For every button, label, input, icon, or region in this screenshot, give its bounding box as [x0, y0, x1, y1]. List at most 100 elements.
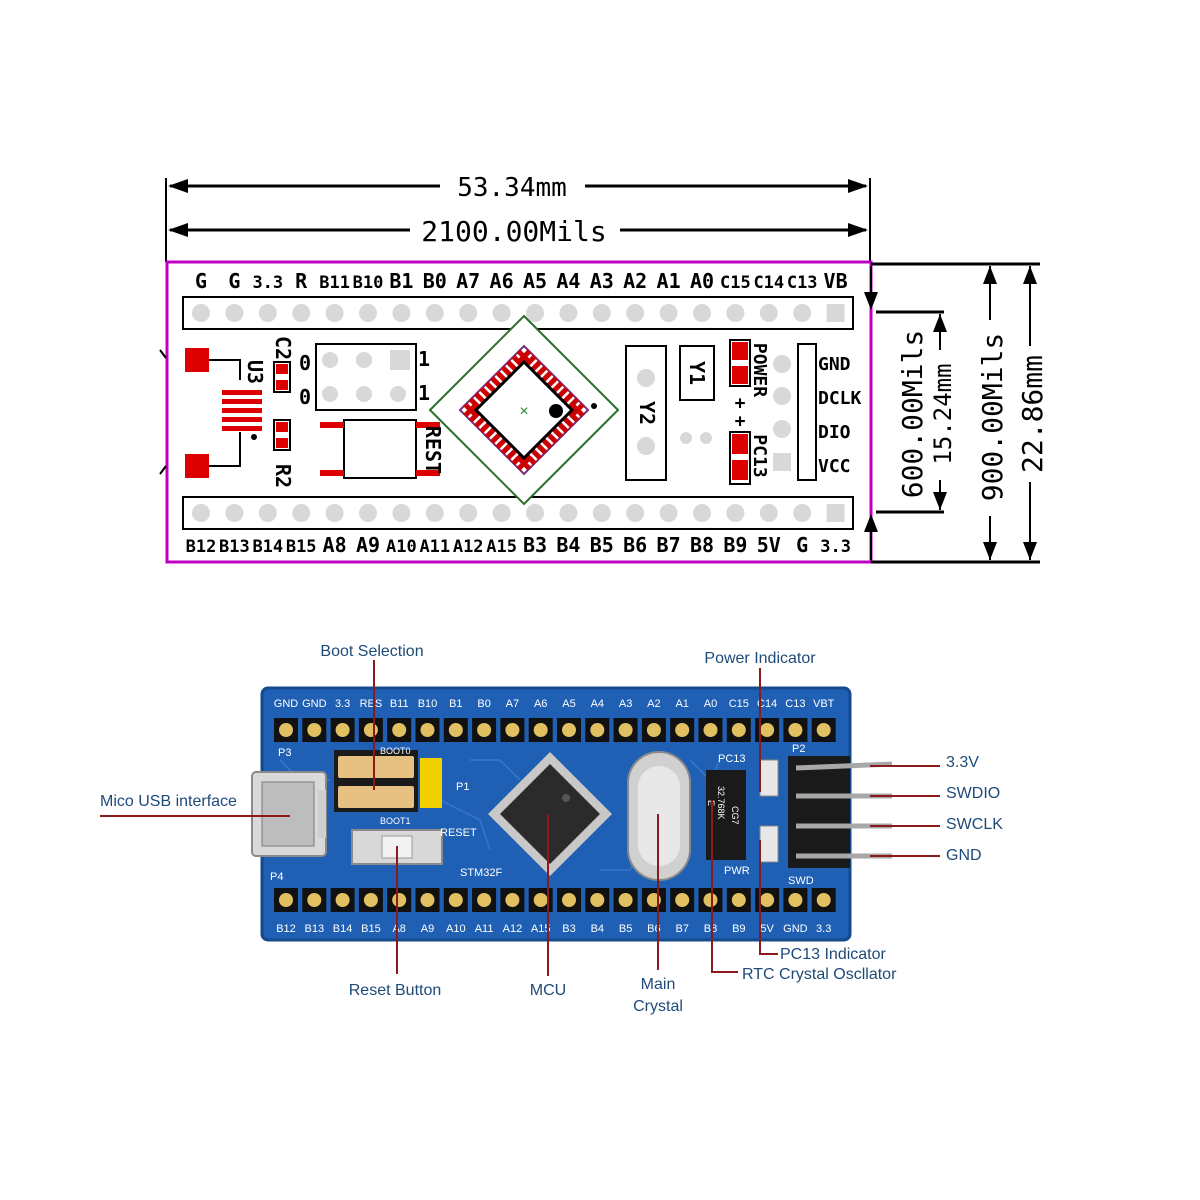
- header-pad: [492, 304, 511, 322]
- pin-label: A3: [590, 269, 614, 293]
- silk-p3: P3: [278, 747, 291, 759]
- pin-label: A2: [623, 269, 647, 293]
- pin-label: B6: [623, 533, 647, 557]
- silk-pin-label: A4: [591, 698, 604, 710]
- silk-pin-label: B13: [305, 923, 325, 935]
- header-pin: [646, 723, 661, 737]
- pc13-led: [759, 759, 779, 797]
- header-pin: [363, 723, 378, 737]
- c2-label: C2: [271, 336, 295, 360]
- header-pad: [325, 504, 344, 522]
- header-pad: [592, 504, 611, 522]
- header-pin: [562, 893, 576, 907]
- svg-text:+: +: [735, 411, 746, 432]
- header-pin: [675, 893, 690, 907]
- pin-label: 3.3: [820, 537, 851, 557]
- silk-pin-label: A15: [531, 923, 551, 935]
- swd-header: [788, 756, 893, 868]
- header-pad: [492, 504, 511, 522]
- pin-label: A8: [323, 533, 347, 557]
- silk-xtal3: CG7: [730, 806, 740, 825]
- pin-label: B1: [389, 269, 413, 293]
- power-label: POWER: [749, 343, 770, 397]
- header-pad: [258, 304, 277, 322]
- silk-pin-label: GND: [274, 698, 299, 710]
- silk-pin-label: B12: [276, 923, 296, 935]
- mcu-pad: [516, 454, 533, 471]
- u3-label: U3: [243, 360, 267, 384]
- header-pad: [526, 504, 544, 522]
- mcu-footprint: ×: [428, 314, 620, 506]
- header-pin: [562, 723, 576, 737]
- header-pin: [477, 893, 492, 907]
- pin-label: 3.3: [252, 273, 283, 293]
- header-pin: [307, 723, 322, 737]
- silk-pin-label: B11: [390, 698, 409, 710]
- pin-label: B10: [353, 273, 384, 293]
- svg-text:+: +: [735, 393, 746, 414]
- header-pin: [816, 723, 831, 737]
- svg-text:×: ×: [519, 403, 528, 420]
- led-footprints: + POWER + PC13: [729, 339, 770, 485]
- dimension-2286mm: 22.86mm: [1016, 355, 1049, 473]
- silk-pin-label: B5: [619, 923, 632, 935]
- header-pad: [559, 304, 578, 322]
- header-pin: [788, 723, 803, 737]
- main-crystal-label-line1: Main: [641, 976, 676, 993]
- header-pin: [731, 723, 746, 737]
- top-header-pins: [274, 718, 836, 742]
- annotation-labels: Boot Selection Power Indicator Mico USB …: [100, 643, 1003, 1015]
- header-pin: [448, 723, 463, 737]
- silk-pin-label: A6: [534, 698, 547, 710]
- header-pad: [459, 504, 478, 522]
- pin-label: A1: [657, 269, 681, 293]
- header-pad-square: [826, 304, 845, 322]
- boot-jumper-footprint: 0 0 1 1: [299, 343, 430, 411]
- header-pin: [477, 723, 492, 737]
- bottom-header-outline: [182, 496, 854, 530]
- mcu-chip: [488, 752, 612, 876]
- header-pin: [816, 893, 831, 907]
- silk-pwr: PWR: [724, 865, 750, 877]
- pin-label: B7: [657, 533, 681, 557]
- silk-reset: RESET: [440, 827, 477, 839]
- header-pin: [760, 893, 775, 907]
- y1-footprint: Y1: [679, 345, 715, 444]
- silk-pin-label: A10: [446, 923, 466, 935]
- header-pad: [659, 304, 678, 322]
- silk-pin-label: B10: [418, 698, 438, 710]
- top-header-pads: [192, 304, 845, 322]
- pin-label: B11: [319, 273, 350, 293]
- header-pin: [590, 723, 605, 737]
- pin-label: A7: [456, 269, 480, 293]
- header-pad: [258, 504, 277, 522]
- header-pad: [325, 304, 344, 322]
- silk-pin-label: A12: [503, 923, 523, 935]
- silk-pin-label: RES: [360, 698, 383, 710]
- y2-footprint: Y2: [625, 345, 667, 481]
- header-pin: [618, 723, 633, 737]
- pin-label: VB: [824, 269, 848, 293]
- header-pad: [392, 304, 411, 322]
- silk-pin-label: B7: [675, 923, 688, 935]
- header-pin: [392, 893, 407, 907]
- header-pad: [526, 304, 544, 322]
- header-pad: [626, 304, 645, 322]
- silk-pin-label: A11: [475, 923, 494, 935]
- y1-label: Y1: [685, 361, 709, 385]
- header-pad: [292, 304, 311, 322]
- boot-jumpers: [334, 750, 442, 812]
- header-pin: [590, 893, 605, 907]
- silk-p4: P4: [270, 871, 283, 883]
- header-pin: [335, 893, 350, 907]
- header-pin: [618, 893, 633, 907]
- header-pad: [693, 304, 711, 322]
- boot-0-label-a: 0: [299, 351, 311, 375]
- pin-label: G: [228, 269, 240, 293]
- micro-usb-connector: [251, 771, 327, 857]
- header-pad: [693, 504, 711, 522]
- header-pad: [759, 304, 778, 322]
- header-pin: [392, 723, 407, 737]
